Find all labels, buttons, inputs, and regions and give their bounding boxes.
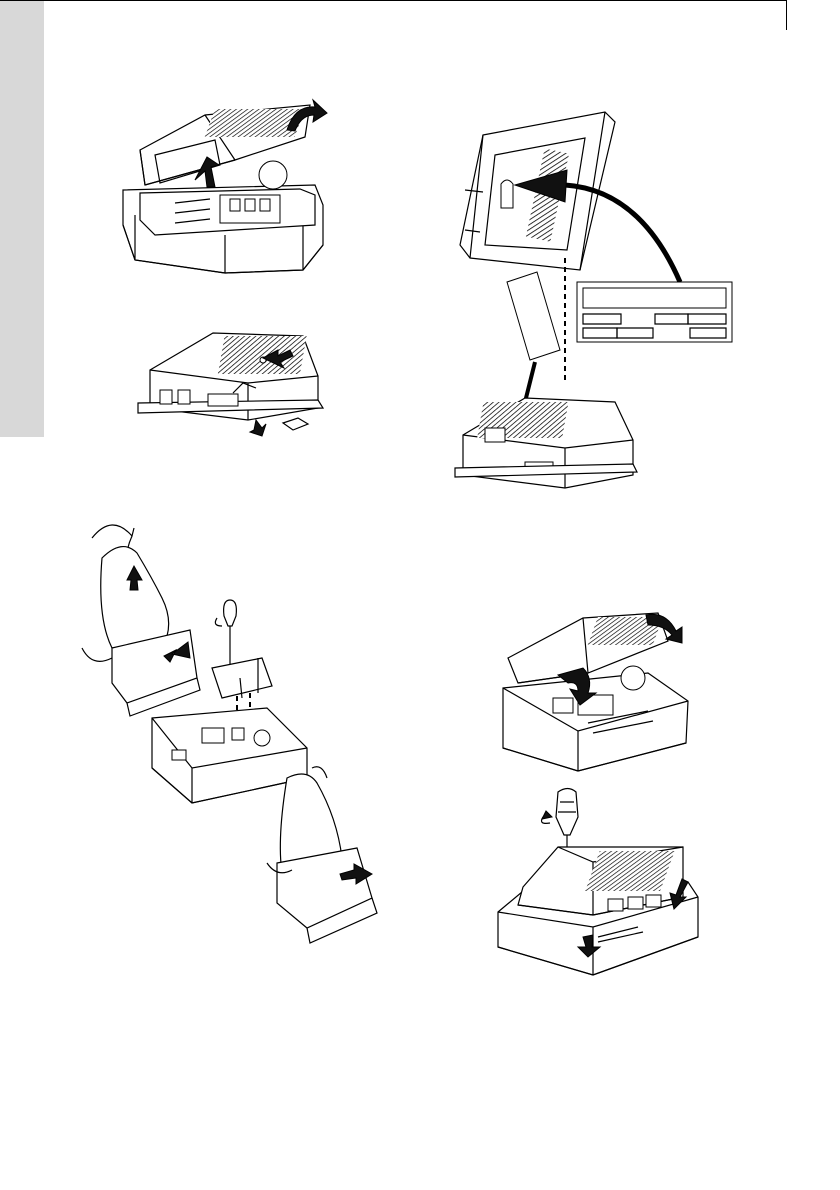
- side-tab: [0, 0, 44, 437]
- module-release-illustration: [138, 328, 328, 448]
- crop-mark: [786, 0, 787, 30]
- screw-tighten-illustration: [498, 787, 703, 975]
- label-transfer-illustration: [455, 110, 745, 495]
- top-rule: [0, 0, 786, 1]
- close-lid-illustration: [498, 603, 698, 775]
- card-install-illustration: [72, 518, 392, 950]
- open-lid-illustration: [115, 95, 340, 275]
